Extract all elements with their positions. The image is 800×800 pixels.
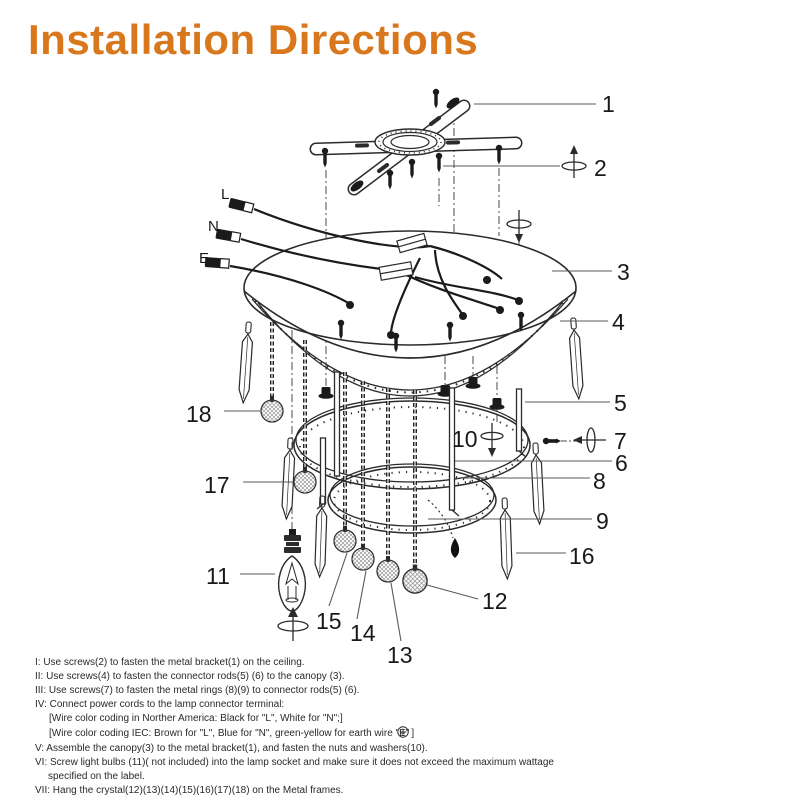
terminal-blocks — [378, 232, 428, 281]
rotate-icon-2 — [561, 145, 587, 178]
part-label-6: 6 — [615, 450, 628, 476]
canopy — [243, 230, 577, 397]
connector-rods — [316, 371, 527, 517]
part-label-18: 18 — [186, 401, 212, 427]
screw-7 — [542, 437, 576, 445]
rotate-icon-bulb — [277, 607, 309, 641]
rotate-icon-canopy — [506, 210, 532, 243]
installation-instructions: I: Use screws(2) to fasten the metal bra… — [35, 656, 580, 798]
part-label-10: 10 — [452, 426, 478, 452]
instruction-line-6: VI: Screw light bulbs (11)( not included… — [35, 757, 554, 783]
part-label-5: 5 — [614, 390, 627, 416]
instruction-line-4: IV: Connect power cords to the lamp conn… — [35, 698, 285, 710]
instruction-line-7: VII: Hang the crystal(12)(13)(14)(15)(16… — [35, 785, 344, 797]
part-label-4: 4 — [612, 309, 625, 335]
wire-connector-e — [204, 257, 230, 269]
wire-label-l: L — [221, 186, 229, 203]
crystal-chains — [270, 322, 417, 568]
rotate-icon-7 — [573, 427, 606, 453]
part-label-7: 7 — [614, 428, 627, 454]
leader-lines — [224, 103, 612, 642]
power-wires — [204, 198, 523, 339]
part-label-9: 9 — [596, 508, 609, 534]
metal-ring-9 — [327, 463, 497, 534]
wire-labels: L N E — [199, 186, 229, 267]
rotate-icon-10 — [480, 423, 504, 457]
part-label-8: 8 — [593, 468, 606, 494]
wire-connector-n — [215, 228, 242, 243]
wire-label-n: N — [208, 218, 219, 235]
part-label-12: 12 — [482, 588, 508, 614]
part-label-1: 1 — [602, 91, 615, 117]
part-label-11: 11 — [206, 563, 230, 589]
part-labels: 1 2 3 4 5 6 7 8 9 10 11 12 13 14 15 16 1… — [186, 91, 630, 668]
instruction-line-wire-na: [Wire color coding in Norther America: B… — [49, 712, 343, 724]
pull-chain-drop — [427, 499, 460, 558]
wire-label-e: E — [199, 250, 209, 267]
instruction-iec-suffix: ] — [411, 727, 415, 739]
mounting-bracket — [309, 97, 523, 196]
light-bulb — [277, 529, 307, 612]
page-title: Installation Directions — [28, 16, 479, 63]
part-label-15: 15 — [316, 608, 342, 634]
part-label-14: 14 — [350, 620, 376, 646]
part-label-3: 3 — [617, 259, 630, 285]
instruction-line-2: II: Use screws(4) to fasten the connecto… — [35, 670, 345, 682]
part-label-2: 2 — [594, 155, 607, 181]
part-label-17: 17 — [204, 472, 230, 498]
instruction-iec-text: [Wire color coding IEC: Brown for "L", B… — [49, 727, 410, 739]
metal-ring-8 — [293, 397, 531, 490]
part-label-13: 13 — [387, 642, 413, 668]
instruction-line-wire-iec: [Wire color coding IEC: Brown for "L", B… — [35, 725, 580, 743]
part-label-16: 16 — [569, 543, 595, 569]
instruction-line-1: I: Use screws(2) to fasten the metal bra… — [35, 657, 305, 668]
instruction-line-5: V: Assemble the canopy(3) to the metal b… — [35, 743, 428, 755]
instruction-line-3: III: Use screws(7) to fasten the metal r… — [35, 684, 360, 696]
wire-connector-l — [228, 198, 255, 214]
